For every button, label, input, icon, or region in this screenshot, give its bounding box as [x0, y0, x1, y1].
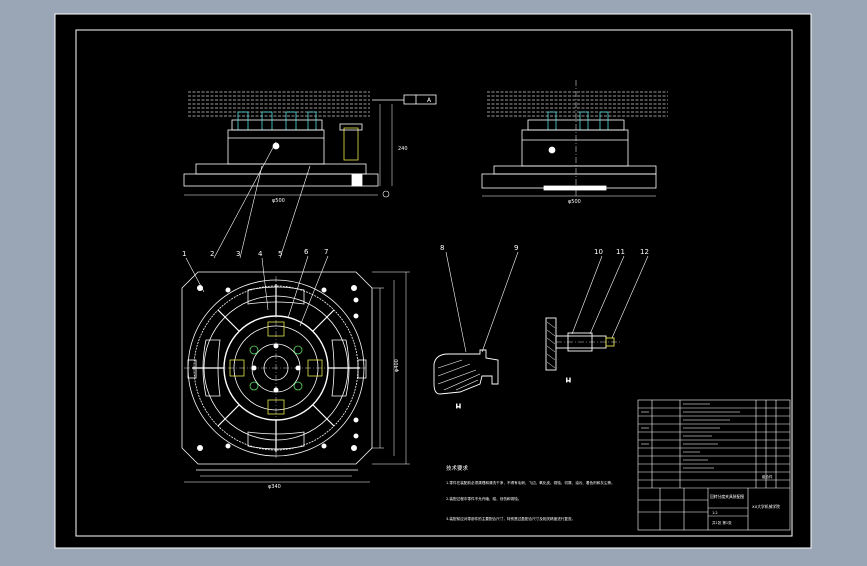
balloon-1: 1 [182, 250, 186, 258]
part-balloons: 1 2 3 4 5 6 7 8 9 10 11 12 [182, 244, 649, 258]
title-company: XX大学机械学院 [752, 504, 780, 509]
title-scale: 1:2 [712, 511, 718, 515]
detail-view-jaw: I-I [433, 349, 499, 410]
balloon-12: 12 [640, 248, 649, 256]
notes-line-3: 3.装配前应对零部件的主要配合尺寸，特别是过盈配合尺寸及相关精度进行复查。 [446, 516, 575, 521]
plan-height-dim: φ400 [394, 359, 400, 372]
balloon-2: 2 [210, 250, 214, 258]
plan-view [181, 271, 410, 483]
leader-lines [185, 141, 649, 353]
technical-notes: 技术要求 1.零件在装配前必须清理和清洗干净，不得有毛刺、飞边、氧化皮、锈蚀、切… [446, 464, 615, 521]
plan-width-dim: φ340 [268, 484, 281, 490]
title-sheet: 共1张 第1张 [712, 520, 732, 525]
balloon-10: 10 [594, 248, 603, 256]
side-width-dim: φ500 [568, 199, 581, 205]
notes-line-1: 1.零件在装配前必须清理和清洗干净，不得有毛刺、飞边、氧化皮、锈蚀、切屑、油污、… [446, 480, 615, 485]
title-material: 组合件 [762, 474, 773, 479]
detail-view-pin: I-I [545, 317, 620, 384]
detail-pin-caption: I-I [566, 378, 571, 384]
balloon-3: 3 [236, 250, 240, 258]
notes-title: 技术要求 [446, 464, 469, 472]
balloon-8: 8 [440, 244, 444, 252]
front-height-dim: 240 [398, 146, 408, 152]
balloon-9: 9 [514, 244, 518, 252]
title-block-text: 回转分度夹具装配图 XX大学机械学院 1:2 共1张 第1张 组合件 [710, 474, 780, 525]
drawing-sheet [54, 13, 812, 549]
front-view [183, 91, 437, 198]
balloon-6: 6 [304, 248, 309, 256]
parts-list-entries [641, 403, 740, 469]
drawing-frame [75, 29, 793, 537]
detail-jaw-caption: I-I [456, 404, 461, 410]
notes-line-2: 2.装配过程中零件不允许磕、碰、划伤和锈蚀。 [446, 496, 521, 501]
title-drawing-name: 回转分度夹具装配图 [710, 494, 744, 499]
front-view-label: A [427, 97, 432, 104]
balloon-11: 11 [616, 248, 625, 256]
side-view [481, 80, 668, 197]
balloon-4: 4 [258, 250, 263, 258]
title-block [637, 399, 791, 531]
balloon-5: 5 [278, 250, 282, 258]
front-width-dim: φ500 [272, 198, 285, 204]
balloon-7: 7 [324, 248, 328, 256]
